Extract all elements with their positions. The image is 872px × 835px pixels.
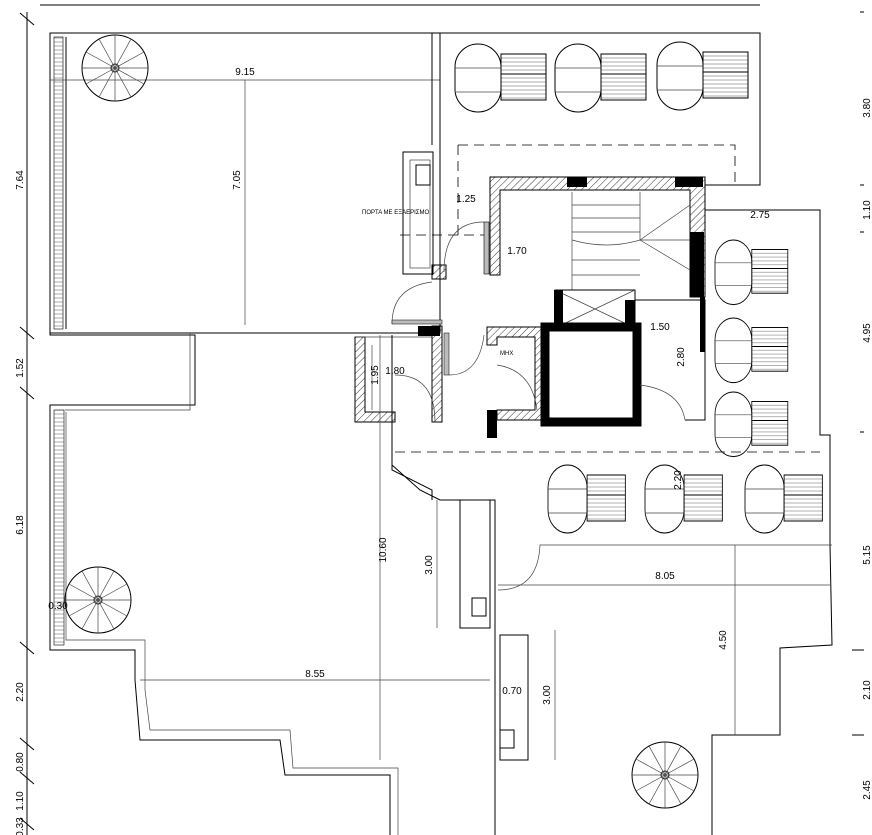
dim-lower-right-depth: 4.50	[718, 630, 729, 650]
lounge-chairs	[454, 41, 823, 534]
label-machine-room: ΜΗΧ	[500, 351, 513, 357]
stair-core	[489, 176, 706, 427]
dim-right-3: 4.95	[862, 323, 872, 343]
dim-left-6: 1.10	[15, 791, 26, 811]
spiral-stair-lower-right	[631, 741, 699, 809]
dim-left-1: 7.64	[15, 170, 26, 190]
dim-left-4: 2.20	[15, 682, 26, 702]
dim-corridor-upper: 1.25	[456, 194, 476, 205]
dim-counter-left: 3.00	[424, 555, 435, 575]
dim-stair-landing: 1.70	[507, 246, 527, 257]
dim-counter-gap: 0.70	[502, 686, 522, 697]
left-dimension-chain: 7.64 1.52 6.18 2.20 0.80 1.10 0.33	[15, 12, 35, 835]
dim-left-5: 0.80	[15, 752, 26, 772]
dim-lobby-width: 1.50	[650, 322, 670, 333]
dim-counter-right: 3.00	[542, 685, 553, 705]
bar-counters	[436, 499, 832, 761]
dim-parapet: 0.30	[48, 601, 68, 612]
dim-right-2: 1.10	[862, 200, 872, 220]
upper-left-terrace	[49, 32, 441, 334]
dim-right-6: 2.45	[862, 780, 872, 800]
dim-left-3: 6.18	[15, 515, 26, 535]
right-dimension-chain: 3.80 1.10 4.95 5.15 2.10 2.45	[852, 11, 872, 800]
dim-small-room-depth: 1.95	[370, 365, 381, 385]
dim-left-2: 1.52	[15, 358, 26, 378]
spiral-stair-top	[81, 34, 149, 102]
dim-small-room-width: 1.80	[385, 366, 405, 377]
dim-lobby-depth: 2.80	[676, 347, 687, 367]
lower-left-terrace	[49, 333, 496, 835]
dim-left-7: 0.33	[15, 817, 26, 835]
label-vent-door: ΠΟΡΤΑ ΜΕ ΕΞΑΕΡΙΣΜΟ	[362, 210, 430, 216]
spiral-stair-lower-left	[64, 566, 132, 634]
dim-terrace-width: 9.15	[235, 67, 255, 78]
small-room	[354, 336, 436, 423]
dim-right-terrace-width: 2.75	[750, 210, 770, 221]
dim-lower-depth: 10.60	[378, 537, 389, 562]
dim-lower-right-width: 8.05	[655, 571, 675, 582]
entrance-corridor: ΠΟΡΤΑ ΜΕ ΕΞΑΕΡΙΣΜΟ	[362, 151, 490, 423]
dim-right-1: 3.80	[862, 98, 872, 118]
dim-right-5: 2.10	[862, 680, 872, 700]
dim-terrace-depth: 7.05	[232, 170, 243, 190]
dim-chair-spacing: 2.20	[673, 470, 684, 490]
dim-lower-left-width: 8.55	[305, 669, 325, 680]
machine-room: ΜΗΧ	[486, 326, 546, 438]
dim-right-4: 5.15	[862, 545, 872, 565]
interior-dimensions: 9.15 7.05 1.25 1.70 2.75 1.50 2.80 1.95 …	[48, 67, 770, 705]
